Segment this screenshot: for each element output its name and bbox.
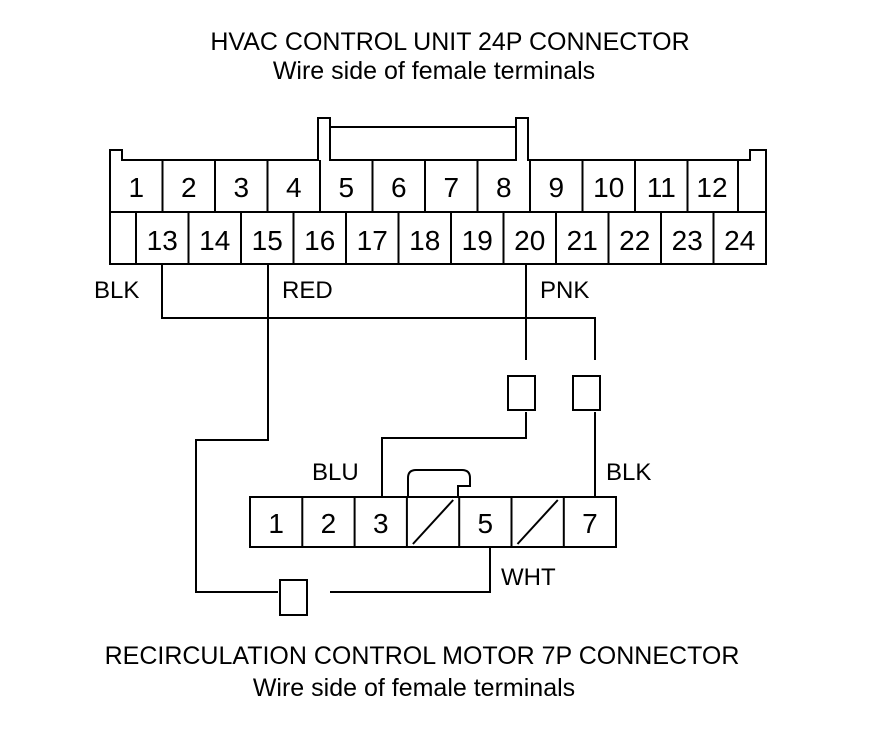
top-connector-title: HVAC CONTROL UNIT 24P CONNECTOR	[210, 28, 689, 56]
inline-terminal-blk	[572, 375, 601, 411]
wires	[161, 264, 596, 593]
top-pin-label: 19	[462, 225, 493, 256]
top-pin-label: 15	[252, 225, 283, 256]
wire-label-blk-top: BLK	[94, 277, 139, 304]
top-pin-label: 8	[496, 172, 512, 203]
inline-terminal-pnk	[507, 375, 536, 411]
bottom-pin-label: 2	[321, 508, 337, 539]
top-pin-label: 13	[147, 225, 178, 256]
top-pin-label: 7	[443, 172, 459, 203]
top-pin-label: 10	[593, 172, 624, 203]
top-pin-label: 1	[128, 172, 144, 203]
top-pin-label: 16	[304, 225, 335, 256]
wire-label-pnk: PNK	[540, 277, 589, 304]
top-connector-subtitle: Wire side of female terminals	[273, 57, 595, 85]
top-pin-label: 12	[696, 172, 727, 203]
top-pin-label: 14	[199, 225, 230, 256]
top-pin-label: 22	[619, 225, 650, 256]
bottom-connector-title: RECIRCULATION CONTROL MOTOR 7P CONNECTOR	[105, 642, 740, 670]
top-pin-label: 21	[567, 225, 598, 256]
motor-7p-connector: 1 2 3 5 7	[249, 469, 617, 548]
bottom-connector-outline	[249, 496, 617, 548]
wire-label-red: RED	[282, 277, 333, 304]
top-pin-label: 6	[391, 172, 407, 203]
top-pin-label: 3	[233, 172, 249, 203]
inline-terminal-wht	[279, 579, 308, 616]
top-connector-outline	[109, 117, 767, 265]
top-pin-label: 4	[286, 172, 302, 203]
unused-terminal-slash	[516, 499, 559, 545]
wire-blk	[161, 264, 596, 360]
top-pin-label: 2	[181, 172, 197, 203]
top-pin-label: 11	[647, 172, 676, 203]
wire-label-blk-bottom: BLK	[606, 459, 651, 486]
bottom-connector-lock	[407, 469, 471, 497]
wire-blu	[381, 412, 527, 496]
wire-label-blu: BLU	[312, 459, 359, 486]
top-pin-label: 17	[357, 225, 388, 256]
wire-wht	[330, 548, 491, 593]
top-pin-label: 5	[338, 172, 354, 203]
top-pin-label: 18	[409, 225, 440, 256]
top-row2-cells: 13 14 15 16 17 18 19 20 21 22 23 24	[135, 212, 755, 264]
wire-label-wht: WHT	[501, 564, 556, 591]
bottom-pin-label: 3	[373, 508, 389, 539]
bottom-pin-label: 5	[478, 508, 494, 539]
wire-red	[195, 264, 278, 593]
top-pin-label: 24	[724, 225, 755, 256]
bottom-connector-cells: 1 2 3 5 7	[268, 497, 598, 547]
bottom-connector-subtitle: Wire side of female terminals	[253, 674, 575, 702]
unused-terminal-slash	[412, 499, 454, 545]
top-pin-label: 23	[672, 225, 703, 256]
top-pin-label: 20	[514, 225, 545, 256]
bottom-pin-label: 1	[268, 508, 284, 539]
bottom-pin-label: 7	[582, 508, 598, 539]
top-pin-label: 9	[548, 172, 564, 203]
